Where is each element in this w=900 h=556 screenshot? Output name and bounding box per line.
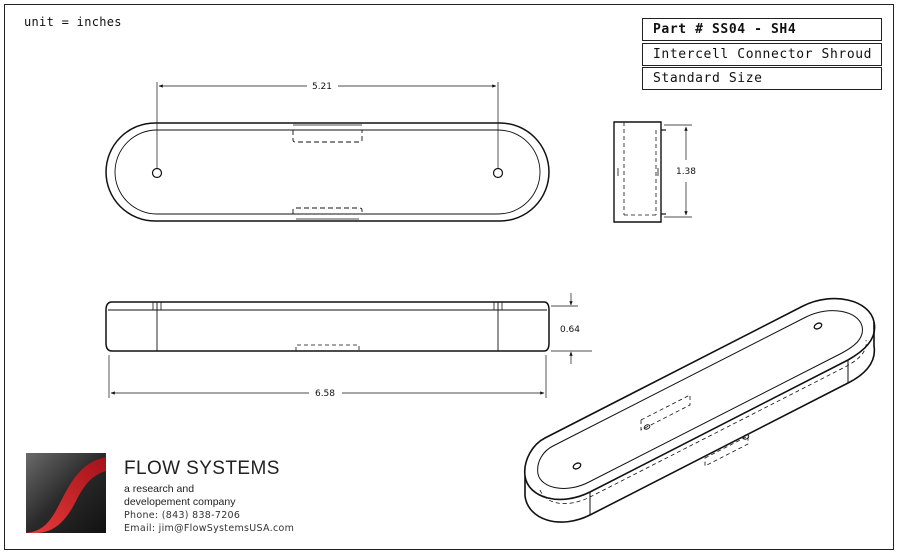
dimension-hole-spacing-label: 5.21 [312, 82, 332, 92]
company-email: Email: jim@FlowSystemsUSA.com [124, 523, 295, 534]
flow-systems-logo [26, 453, 106, 533]
iso-mount-hole-right [813, 322, 823, 330]
company-tagline-2: developement company [124, 496, 236, 508]
title-block-size: Standard Size [642, 67, 882, 90]
title-block-part-name: Intercell Connector Shroud [642, 43, 882, 66]
dimension-overall-length [108, 355, 547, 398]
dimension-hole-spacing [156, 82, 499, 168]
mount-hole-left [151, 167, 163, 179]
dimension-overall-length-label: 6.58 [315, 389, 335, 399]
isometric-view [523, 297, 876, 523]
dimension-height-label: 0.64 [560, 325, 580, 335]
dimension-width-label: 1.38 [676, 167, 696, 177]
top-view [105, 122, 550, 222]
unit-note: unit = inches [24, 15, 122, 29]
company-phone: Phone: (843) 838-7206 [124, 510, 241, 521]
dimension-width [664, 124, 692, 218]
title-block-part-number: Part # SS04 - SH4 [642, 18, 882, 41]
front-view [105, 301, 550, 352]
dimension-height [551, 293, 592, 364]
iso-mount-hole-left [572, 462, 582, 470]
end-view [613, 121, 666, 223]
company-tagline-1: a research and [124, 483, 195, 495]
drawing-border [4, 4, 894, 550]
company-name: FLOW SYSTEMS [124, 458, 280, 479]
mount-hole-right [492, 167, 504, 179]
